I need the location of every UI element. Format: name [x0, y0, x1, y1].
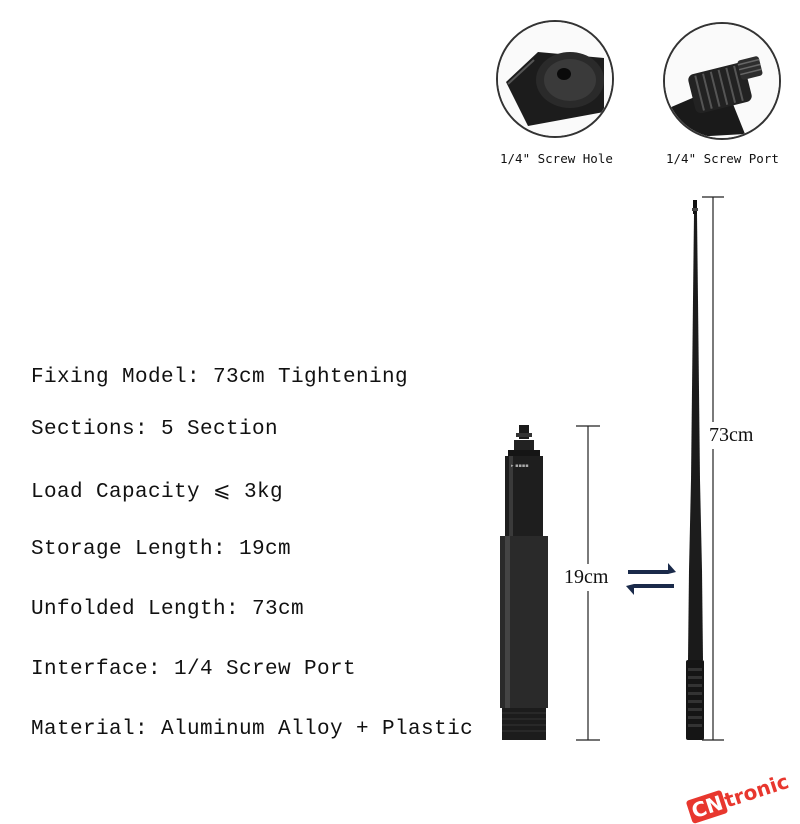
unfolded-pole-image — [686, 200, 704, 740]
brand-watermark: CNtronic — [686, 769, 792, 824]
spec-fixing-model: Fixing Model: 73cm Tightening — [31, 366, 409, 389]
screw-hole-icon — [498, 22, 612, 136]
screw-port-icon — [665, 24, 779, 138]
unfolded-length-label: 73cm — [709, 422, 754, 449]
spec-unfolded-length: Unfolded Length: 73cm — [31, 598, 305, 621]
unfolded-dimension-line — [702, 196, 724, 741]
folded-pole-image: ▸ ▪▪▪▪ — [500, 425, 548, 740]
spec-storage-length: Storage Length: 19cm — [31, 538, 292, 561]
spec-interface: Interface: 1/4 Screw Port — [31, 658, 357, 681]
spec-sections: Sections: 5 Section — [31, 418, 279, 441]
watermark-rest: tronic — [721, 769, 792, 813]
spec-load-capacity: Load Capacity ⩽ 3kg — [31, 481, 284, 504]
screw-port-caption: 1/4" Screw Port — [666, 151, 779, 166]
svg-text:▸ ▪▪▪▪: ▸ ▪▪▪▪ — [511, 463, 529, 469]
screw-port-closeup-image — [663, 22, 781, 140]
convert-arrows-icon — [626, 563, 676, 595]
spec-material: Material: Aluminum Alloy + Plastic — [31, 718, 474, 741]
screw-hole-closeup-image — [496, 20, 614, 138]
storage-length-label: 19cm — [564, 564, 609, 591]
screw-hole-caption: 1/4" Screw Hole — [500, 151, 613, 166]
